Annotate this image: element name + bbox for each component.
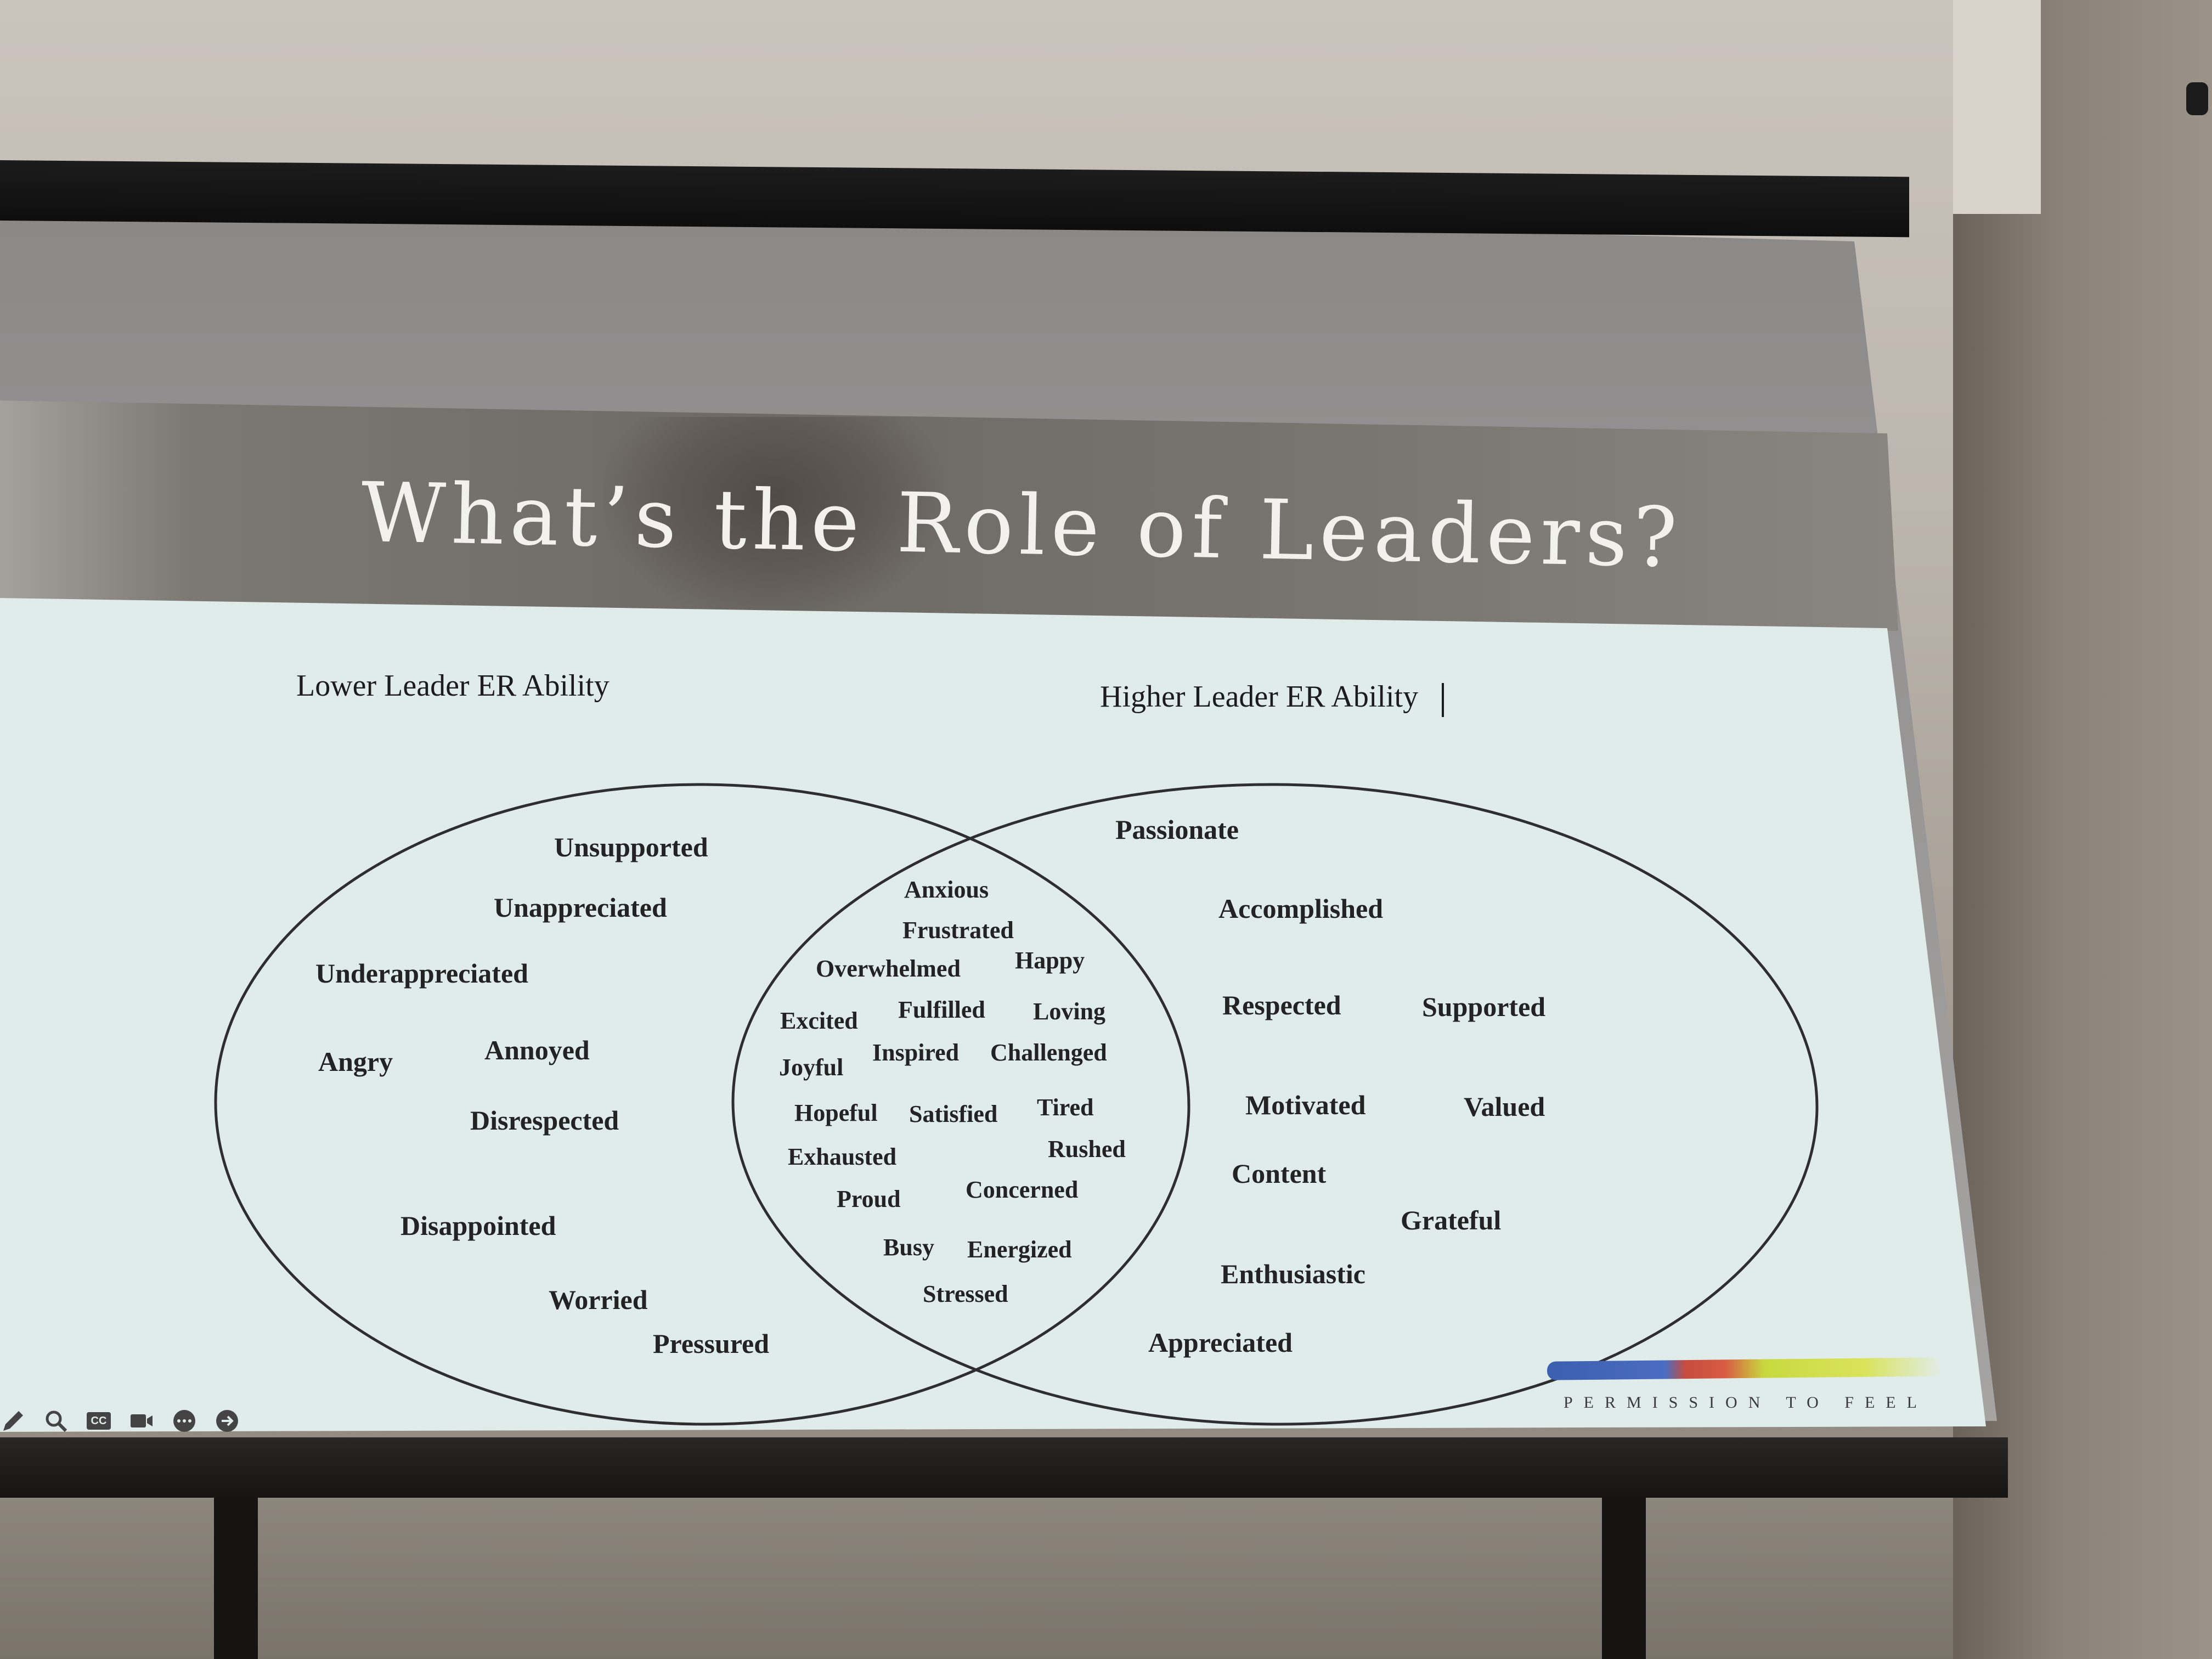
search-icon[interactable] [43, 1408, 69, 1434]
word-worried: Worried [549, 1284, 648, 1315]
word-satisfied: Satisfied [909, 1101, 998, 1127]
venn-left-circle [214, 783, 1190, 1426]
word-disappointed: Disappointed [400, 1210, 556, 1241]
presentation-toolbar: CC [0, 1407, 240, 1435]
word-angry: Angry [318, 1046, 393, 1077]
word-respected: Respected [1222, 990, 1341, 1020]
word-loving: Loving [1033, 998, 1106, 1025]
word-annoyed: Annoyed [484, 1035, 590, 1065]
word-joyful: Joyful [779, 1054, 844, 1081]
camera-icon [2186, 82, 2208, 115]
brand-text: PERMISSION TO FEEL [1564, 1393, 1928, 1412]
word-underappreciated: Underappreciated [315, 958, 528, 989]
ceiling-box [1953, 0, 2041, 214]
venn-right-circle [731, 783, 1819, 1426]
captions-icon[interactable]: CC [86, 1408, 112, 1434]
title-background-photo [603, 417, 944, 614]
word-busy: Busy [883, 1234, 934, 1261]
more-icon[interactable] [171, 1408, 198, 1434]
word-energized: Energized [967, 1236, 1072, 1263]
screen-bottom-bar [0, 1437, 2008, 1498]
word-excited: Excited [780, 1007, 858, 1034]
word-enthusiastic: Enthusiastic [1221, 1259, 1365, 1289]
word-challenged: Challenged [990, 1039, 1107, 1066]
word-unappreciated: Unappreciated [494, 892, 667, 923]
word-unsupported: Unsupported [554, 832, 708, 862]
word-content: Content [1232, 1158, 1327, 1189]
word-happy: Happy [1015, 947, 1085, 974]
next-arrow-icon[interactable] [214, 1408, 240, 1434]
word-hopeful: Hopeful [794, 1099, 878, 1126]
right-heading: Higher Leader ER Ability [1100, 680, 1419, 714]
word-rushed: Rushed [1048, 1136, 1126, 1163]
word-overwhelmed: Overwhelmed [816, 955, 961, 982]
pen-icon[interactable] [0, 1408, 26, 1434]
word-stressed: Stressed [923, 1280, 1008, 1307]
word-appreciated: Appreciated [1148, 1327, 1293, 1358]
word-exhausted: Exhausted [788, 1143, 897, 1170]
content-panel [0, 598, 1986, 1432]
word-passionate: Passionate [1115, 814, 1239, 845]
word-valued: Valued [1464, 1091, 1545, 1122]
wall-right [1953, 0, 2212, 1659]
stand-post-left [214, 1498, 258, 1659]
word-tired: Tired [1037, 1094, 1094, 1121]
word-frustrated: Frustrated [902, 917, 1014, 944]
word-anxious: Anxious [904, 876, 989, 903]
text-cursor [1442, 683, 1444, 717]
word-motivated: Motivated [1245, 1090, 1366, 1120]
title-band [0, 400, 1898, 631]
word-grateful: Grateful [1401, 1205, 1502, 1235]
stand-post-right [1602, 1498, 1646, 1659]
word-accomplished: Accomplished [1218, 893, 1383, 924]
left-heading: Lower Leader ER Ability [296, 669, 610, 703]
captions-label: CC [87, 1412, 111, 1430]
word-inspired: Inspired [872, 1039, 960, 1066]
word-fulfilled: Fulfilled [898, 996, 985, 1023]
word-concerned: Concerned [966, 1176, 1079, 1203]
word-proud: Proud [837, 1186, 901, 1212]
word-disrespected: Disrespected [470, 1105, 619, 1136]
word-pressured: Pressured [653, 1328, 770, 1359]
word-supported: Supported [1422, 991, 1546, 1022]
camera-icon[interactable] [128, 1408, 155, 1434]
